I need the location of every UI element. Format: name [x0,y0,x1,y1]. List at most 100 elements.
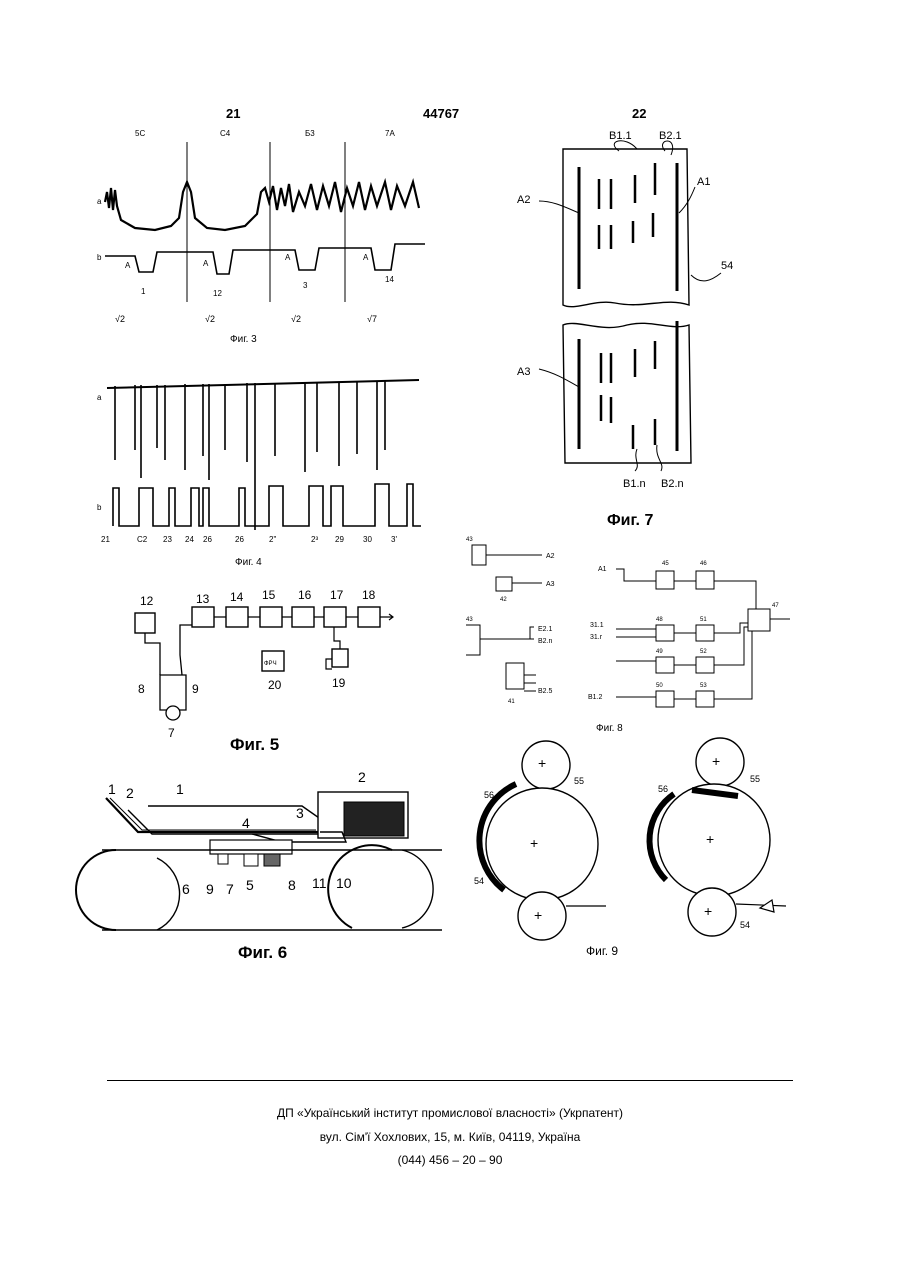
page-number-left: 21 [226,106,240,121]
fig5-label: 12 [140,594,154,608]
page-number-right: 22 [632,106,646,121]
fig8-label: 47 [772,603,779,609]
fig5-label: 7 [168,726,175,740]
svg-text:+: + [704,903,712,919]
fig3-top-label: Б3 [305,129,315,138]
fig6-label: 1 [108,781,116,797]
fig5-label: 18 [362,588,376,602]
fig3-top-label: С4 [220,129,231,138]
fig3-num: 14 [385,275,394,284]
figure-7: В1.1 В2.1 А2 А1 54 А3 В1.n В2.n Фиг. 7 [515,125,775,535]
fig5-label: 9 [192,682,199,696]
figure-4: а b 21 С2 23 24 26 26 2" 2³ 29 30 3' Фиг… [95,360,435,570]
fig7-label: В2.n [661,478,684,490]
fig5-box-text: ФРЧ [264,661,277,667]
fig5-label: 19 [332,676,346,690]
fig7-caption: Фиг. 7 [607,512,653,529]
fig3-bottom-label: √2 [205,314,215,324]
fig3-caption: Фиг. 3 [230,334,257,345]
fig8-label: А3 [546,581,555,588]
fig3-mark: А [363,253,369,262]
fig5-label: 16 [298,588,312,602]
fig8-label: 51 [700,617,707,623]
svg-text:+: + [712,753,720,769]
footer-phone: (044) 456 – 20 – 90 [0,1153,900,1167]
fig4-side-b: b [97,503,102,512]
fig6-label: 2 [126,785,134,801]
svg-text:+: + [706,831,714,847]
svg-text:+: + [538,755,546,771]
fig5-label: 17 [330,588,344,602]
fig8-label: А2 [546,553,555,560]
fig8-label: 41 [508,699,515,705]
fig5-label: 13 [196,592,210,606]
figure-5: ФРЧ 12 13 14 15 16 17 18 8 9 7 20 19 Фиг… [110,585,400,755]
figure-6: 1 2 1 2 4 3 6 9 7 5 8 11 10 Фиг. 6 [102,768,442,968]
fig8-label: 42 [500,597,507,603]
fig8-label: 31.1 [590,622,604,629]
fig8-label: В1.2 [588,694,603,701]
fig8-label: 43 [466,617,473,623]
fig3-num: 1 [141,287,146,296]
fig6-label: 8 [288,877,296,893]
fig3-num: 3 [303,281,308,290]
svg-text:+: + [530,835,538,851]
fig8-label: 43 [466,537,473,543]
fig4-caption: Фиг. 4 [235,557,262,568]
fig7-label: А2 [517,194,530,206]
fig6-caption: Фиг. 6 [238,943,287,962]
fig6-label: 5 [246,877,254,893]
fig8-label: 52 [700,649,707,655]
fig4-bottom-label: 21 [101,535,110,544]
fig4-bottom-label: 26 [235,535,244,544]
fig4-bottom-label: 24 [185,535,194,544]
fig4-side-a: а [97,393,102,402]
fig9-label: 56 [484,790,494,800]
fig4-bottom-label: 29 [335,535,344,544]
fig6-label: 4 [242,815,250,831]
footer-organization: ДП «Український інститут промислової вла… [0,1106,900,1120]
patent-number: 44767 [423,106,459,121]
fig6-label: 9 [206,881,214,897]
figure-8: 43 А2 42 А3 43 Е2.1 В2.n 41 В2.5 А1 45 4… [460,535,800,740]
fig5-label: 8 [138,682,145,696]
fig7-label: 54 [721,260,733,272]
fig8-label: 46 [700,561,707,567]
fig6-label: 6 [182,881,190,897]
fig8-label: 49 [656,649,663,655]
fig7-label: В2.1 [659,130,682,142]
fig6-label: 7 [226,881,234,897]
fig4-bottom-label: 2" [269,535,276,544]
fig3-mark: А [285,253,291,262]
fig4-bottom-label: 26 [203,535,212,544]
footer-divider [107,1080,793,1081]
footer-address: вул. Сім'ї Хохлових, 15, м. Київ, 04119,… [0,1130,900,1144]
fig8-label: 53 [700,683,707,689]
fig8-label: В2.5 [538,688,553,695]
fig3-num: 12 [213,289,222,298]
fig9-label: 55 [750,774,760,784]
fig5-label: 20 [268,678,282,692]
svg-text:+: + [534,907,542,923]
fig6-label: 2 [358,769,366,785]
fig3-bottom-label: √2 [115,314,125,324]
fig9-label: 54 [740,920,750,930]
fig3-top-label: 5С [135,129,145,138]
fig3-mark: А [125,261,131,270]
fig4-bottom-label: 2³ [311,535,318,544]
fig6-label: 11 [312,875,327,891]
fig3-side-b: b [97,253,102,262]
fig4-bottom-label: 30 [363,535,372,544]
fig9-label: 55 [574,776,584,786]
fig5-caption: Фиг. 5 [230,735,279,754]
figure-3: 5С С4 Б3 7А а b А А А А 1 12 3 14 √2 √2 … [95,122,445,347]
fig3-bottom-label: √7 [367,314,377,324]
fig4-bottom-label: 23 [163,535,172,544]
fig5-label: 14 [230,590,244,604]
fig4-bottom-label: С2 [137,535,148,544]
fig7-label: В1.n [623,478,646,490]
fig8-label: 50 [656,683,663,689]
fig7-label: В1.1 [609,130,632,142]
fig8-caption: Фиг. 8 [596,723,623,734]
fig9-label: 54 [474,876,484,886]
